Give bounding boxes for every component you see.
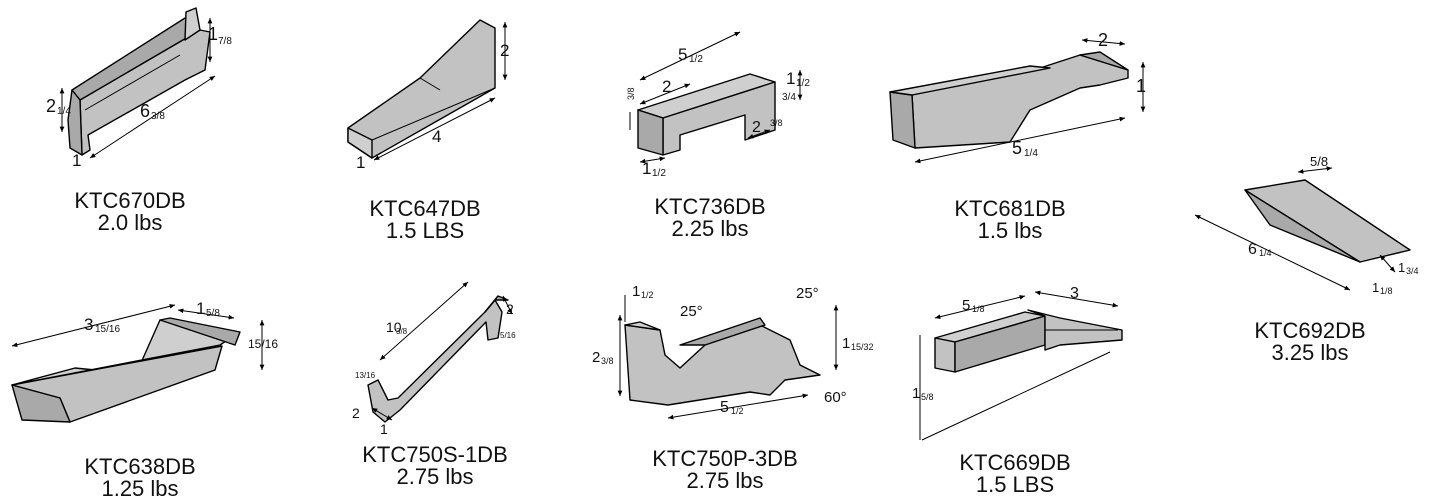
part-number: KTC750P-3DB <box>652 446 798 471</box>
ktc736db-base-frac: 1/2 <box>652 168 666 179</box>
ktc750s1db-hook: 2 <box>506 301 514 317</box>
ktc750s1db-length-frac: 3/8 <box>396 327 408 336</box>
ktc736db-left-h: 3/8 <box>626 87 636 100</box>
caption-ktc681db: KTC681DB 1.5 lbs <box>935 198 1085 242</box>
part-drawing-ktc670db: 1 7/8 6 3/8 2 1/4 1 <box>46 7 232 170</box>
ktc750p3db-right-h-frac: 15/32 <box>851 342 874 352</box>
ktc750p3db-angle2: 25° <box>796 285 819 302</box>
ktc681db-height: 1 <box>1136 76 1146 96</box>
ktc638db-step: 1 <box>196 299 205 318</box>
part-weight: 3.25 lbs <box>1271 340 1349 365</box>
ktc647db-length: 4 <box>432 127 441 146</box>
part-weight: 2.75 lbs <box>396 464 474 489</box>
ktc670db-width: 2 <box>46 96 56 116</box>
part-weight: 1.25 lbs <box>101 476 179 501</box>
ktc736db-slot-h: 3/8 <box>770 118 783 128</box>
part-drawing-ktc669db: 5 1/8 3 1 5/8 <box>912 285 1123 441</box>
caption-ktc750s1db: KTC750S-1DB 2.75 lbs <box>340 444 530 488</box>
ktc750p3db-length-frac: 1/2 <box>731 406 744 416</box>
part-drawing-ktc647db: 2 4 1 <box>347 19 509 172</box>
ktc750p3db-top-frac: 1/2 <box>641 290 654 300</box>
ktc638db-length: 3 <box>84 315 93 334</box>
ktc647db-thickness: 1 <box>356 153 365 172</box>
part-weight: 1.5 lbs <box>977 218 1043 243</box>
ktc681db-length-frac: 1/4 <box>1024 148 1038 159</box>
ktc750p3db-angle1: 25° <box>680 303 703 320</box>
part-number: KTC692DB <box>1254 318 1366 343</box>
ktc750s1db-left-h: 13/16 <box>355 371 376 380</box>
ktc736db-base: 1 <box>642 159 651 178</box>
ktc638db-step-frac: 5/8 <box>206 308 220 319</box>
ktc692db-length-frac: 1/4 <box>1259 248 1272 258</box>
ktc647db-height: 2 <box>500 41 509 60</box>
ktc669db-height-frac: 5/8 <box>921 392 934 402</box>
part-number: KTC670DB <box>74 188 186 213</box>
part-number: KTC647DB <box>369 196 481 221</box>
caption-ktc750p3db: KTC750P-3DB 2.75 lbs <box>630 448 820 492</box>
ktc681db-length: 5 <box>1012 138 1022 158</box>
ktc669db-length-frac: 1/8 <box>972 304 985 314</box>
ktc750s1db-base: 2 <box>352 405 360 421</box>
ktc692db-h1-frac: 3/4 <box>1406 266 1419 276</box>
part-drawing-ktc750p3db: 1 1/2 25° 25° 60° 2 3/8 1 15/32 5 1/2 <box>592 283 874 420</box>
ktc692db-h2-frac: 1/8 <box>1380 286 1393 296</box>
ktc692db-length: 6 <box>1248 241 1257 258</box>
ktc736db-h1-frac: 1/2 <box>796 78 810 89</box>
part-number: KTC736DB <box>654 194 766 219</box>
caption-ktc692db: KTC692DB 3.25 lbs <box>1235 320 1385 364</box>
ktc750s1db-thickness: 1 <box>380 421 388 437</box>
ktc669db-height: 1 <box>912 385 920 402</box>
part-weight: 2.0 lbs <box>97 210 163 235</box>
part-weight: 1.5 LBS <box>975 472 1055 497</box>
ktc736db-length-frac: 1/2 <box>689 54 703 65</box>
ktc670db-height: 1 <box>208 24 218 44</box>
part-weight: 2.75 lbs <box>686 468 764 493</box>
ktc736db-length: 5 <box>678 45 687 64</box>
part-weight: 2.25 lbs <box>671 216 749 241</box>
ktc670db-length-frac: 3/8 <box>151 111 165 122</box>
ktc681db-top: 2 <box>1098 30 1108 50</box>
ktc736db-h2: 3/4 <box>782 92 796 103</box>
part-number: KTC638DB <box>84 454 196 479</box>
ktc736db-slot: 2 <box>752 119 761 136</box>
ktc669db-length: 5 <box>962 297 970 314</box>
ktc638db-height: 15/16 <box>248 337 278 351</box>
ktc670db-width-frac: 1/4 <box>57 106 71 117</box>
part-drawing-ktc750s1db: 10 3/8 2 5/16 13/16 2 1 <box>352 281 516 437</box>
ktc750p3db-height: 2 <box>592 349 600 366</box>
ktc750p3db-right-h: 1 <box>842 335 850 352</box>
ktc750p3db-top: 1 <box>632 283 640 300</box>
part-drawing-ktc681db: 2 1 5 1/4 <box>889 30 1146 164</box>
ktc670db-thickness: 1 <box>72 151 81 170</box>
part-drawing-ktc692db: 5/8 6 1/4 1 3/4 1 1/8 <box>1194 154 1419 296</box>
caption-ktc647db: KTC647DB 1.5 LBS <box>350 198 500 242</box>
ktc750p3db-length: 5 <box>720 399 729 416</box>
caption-ktc736db: KTC736DB 2.25 lbs <box>635 196 785 240</box>
ktc750p3db-height-frac: 3/8 <box>601 356 614 366</box>
part-number: KTC681DB <box>954 196 1066 221</box>
ktc692db-h2: 1 <box>1372 280 1379 295</box>
part-number: KTC669DB <box>959 450 1071 475</box>
part-weight: 1.5 LBS <box>385 218 465 243</box>
ktc692db-h1: 1 <box>1398 260 1405 275</box>
ktc736db-h1: 1 <box>786 69 795 88</box>
ktc736db-step: 2 <box>662 77 671 96</box>
part-drawing-ktc638db: 3 15/16 1 5/8 15/16 <box>11 299 278 423</box>
caption-ktc670db: KTC670DB 2.0 lbs <box>55 190 205 234</box>
caption-ktc638db: KTC638DB 1.25 lbs <box>65 456 215 500</box>
caption-ktc669db: KTC669DB 1.5 LBS <box>940 452 1090 496</box>
ktc750s1db-hook-small: 5/16 <box>500 331 516 340</box>
ktc669db-ext: 3 <box>1070 285 1079 302</box>
part-number: KTC750S-1DB <box>362 442 508 467</box>
part-drawing-ktc736db: 5 1/2 2 1 1/2 3/4 3/8 2 3/8 1 1/2 <box>626 31 810 179</box>
ktc670db-length: 6 <box>140 101 150 121</box>
ktc670db-height-frac: 7/8 <box>218 36 232 47</box>
ktc750p3db-angle3: 60° <box>824 389 847 406</box>
ktc638db-length-frac: 15/16 <box>95 324 120 335</box>
ktc692db-top: 5/8 <box>1310 154 1328 169</box>
ktc750s1db-length: 10 <box>386 319 402 335</box>
